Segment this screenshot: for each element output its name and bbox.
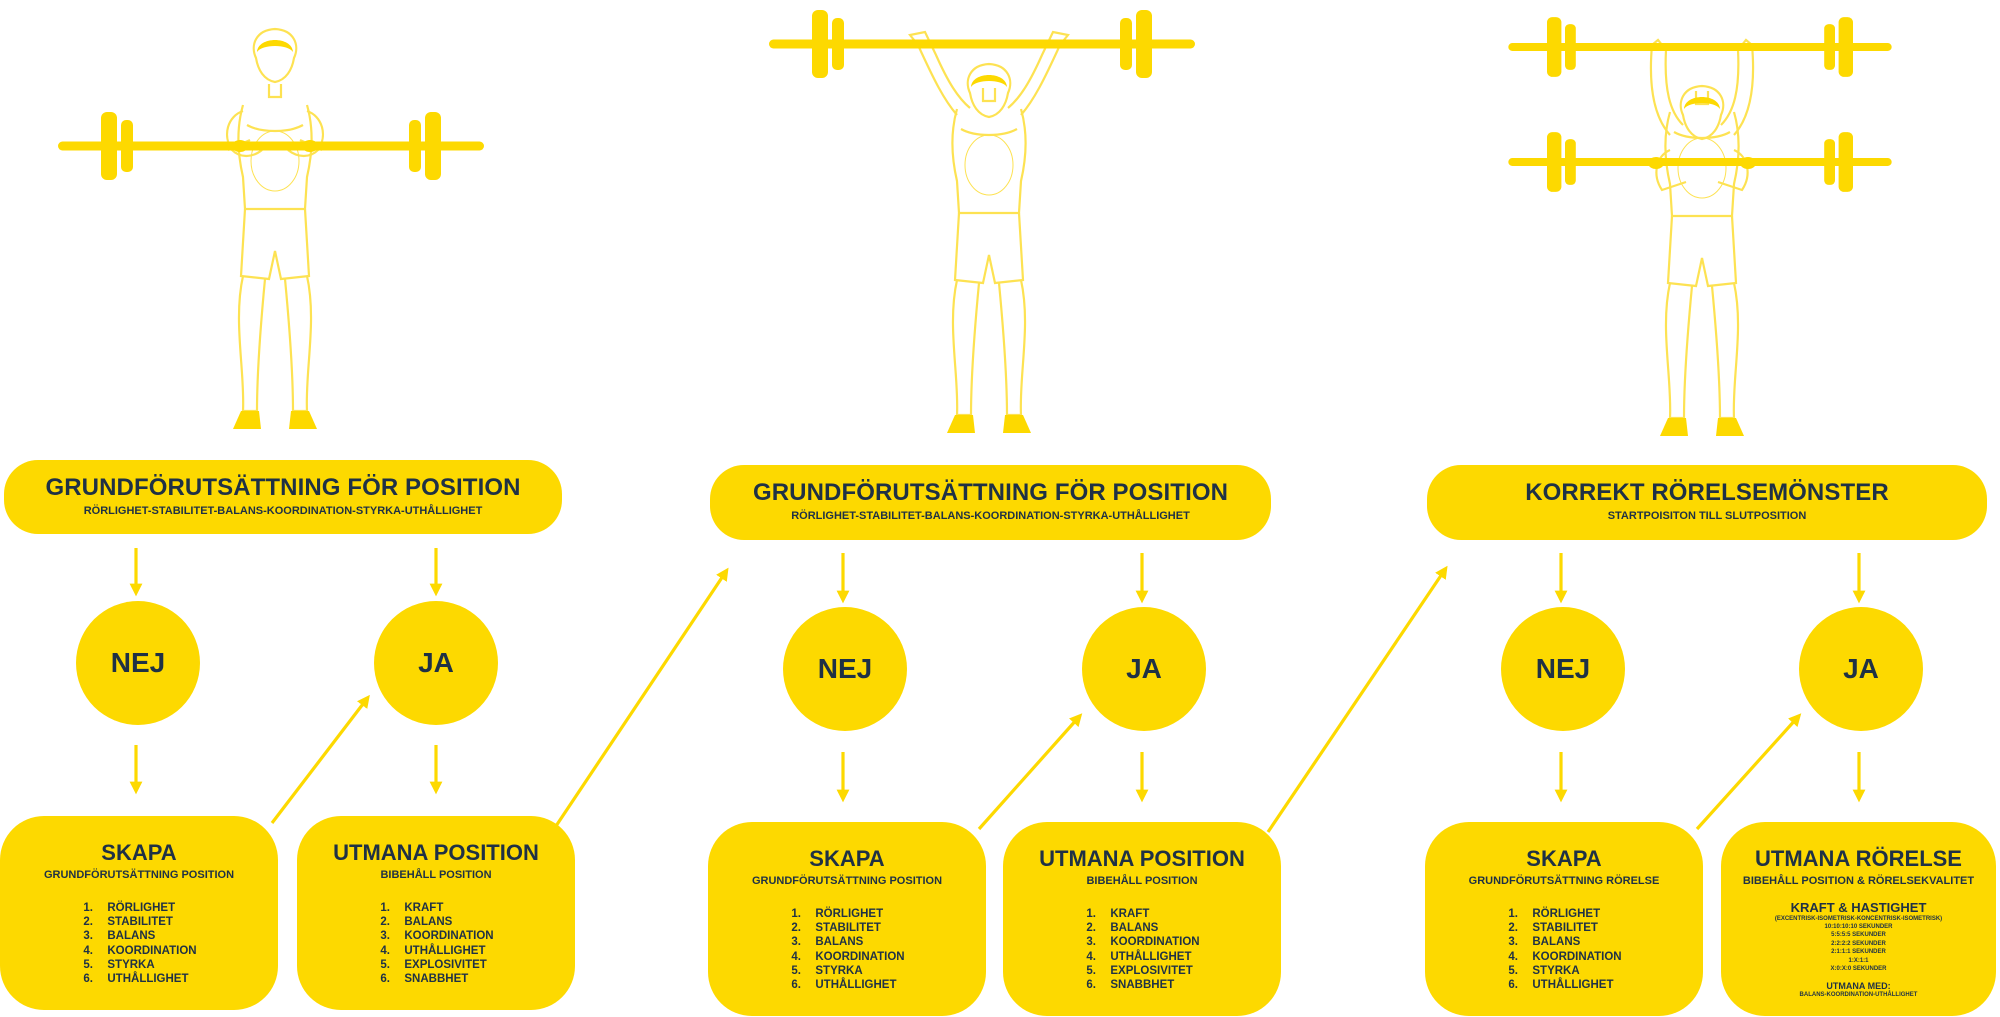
list-item: 4.KOORDINATION <box>791 950 905 963</box>
tempo-item: 2:1:1:1 SEKUNDER <box>1831 949 1886 956</box>
create-box-col2: SKAPA GRUNDFÖRUTSÄTTNING POSITION 1.RÖRL… <box>708 822 986 1016</box>
challenge-title: UTMANA RÖRELSE <box>1755 846 1962 871</box>
header-title: GRUNDFÖRUTSÄTTNING FÖR POSITION <box>45 474 521 501</box>
yes-circle-col1: JA <box>374 601 498 725</box>
list-item: 3.KOORDINATION <box>380 930 494 943</box>
create-subtitle: GRUNDFÖRUTSÄTTNING RÖRELSE <box>1468 875 1660 887</box>
list-item: 5.STYRKA <box>1508 964 1580 977</box>
header-subtitle: RÖRLIGHET-STABILITET-BALANS-KOORDINATION… <box>83 505 483 517</box>
header-title: KORREKT RÖRELSEMÖNSTER <box>1525 479 1889 506</box>
tempo-item: 5:5:5:5 SEKUNDER <box>1831 932 1886 939</box>
create-title: SKAPA <box>101 840 177 865</box>
tempo-item: 1:X:1:1 <box>1848 957 1869 964</box>
no-circle-col2: NEJ <box>783 607 907 731</box>
challenge-title: UTMANA POSITION <box>333 840 539 865</box>
list-item: 5.STYRKA <box>83 958 155 971</box>
challenge-subtitle: BIBEHÅLL POSITION <box>380 869 492 881</box>
challenge-box-col1: UTMANA POSITION BIBEHÅLL POSITION 1.KRAF… <box>297 816 575 1010</box>
challenge-subtitle: BIBEHÅLL POSITION <box>1086 875 1198 887</box>
tempo-list: 10:10:10:10 SEKUNDER 5:5:5:5 SEKUNDER 2:… <box>1721 923 1996 973</box>
challenge-with-text: BALANS-KOORDINATION-UTHÅLLIGHET <box>1799 992 1918 999</box>
challenge-title: UTMANA POSITION <box>1039 846 1245 871</box>
list-item: 6.SNABBHET <box>380 973 469 986</box>
header-pill-col1: GRUNDFÖRUTSÄTTNING FÖR POSITION RÖRLIGHE… <box>4 460 562 534</box>
yes-circle-col2: JA <box>1082 607 1206 731</box>
list-item: 6.UTHÅLLIGHET <box>1508 979 1614 992</box>
header-pill-col2: GRUNDFÖRUTSÄTTNING FÖR POSITION RÖRLIGHE… <box>710 465 1271 540</box>
list-item: 4.KOORDINATION <box>83 944 197 957</box>
tempo-item: 2:2:2:2 SEKUNDER <box>1831 940 1886 947</box>
header-title: GRUNDFÖRUTSÄTTNING FÖR POSITION <box>752 479 1229 506</box>
no-circle-col1: NEJ <box>76 601 200 725</box>
arrow-create-to-yes <box>270 694 370 824</box>
challenge-with-title: UTMANA MED: <box>1826 981 1891 992</box>
list-item: 6.SNABBHET <box>1086 979 1175 992</box>
list-item: 2.STABILITET <box>1508 922 1598 935</box>
list-item: 5.STYRKA <box>791 964 863 977</box>
list-item: 3.BALANS <box>83 930 156 943</box>
arrow-create-to-yes <box>1695 713 1802 831</box>
create-box-col3: SKAPA GRUNDFÖRUTSÄTTNING RÖRELSE 1.RÖRLI… <box>1425 822 1703 1016</box>
list-item: 1.RÖRLIGHET <box>83 902 176 914</box>
list-item: 5.EXPLOSIVITET <box>1086 964 1193 977</box>
tempo-title: KRAFT & HASTIGHET <box>1790 900 1927 915</box>
create-title: SKAPA <box>809 846 885 871</box>
list-item: 2.STABILITET <box>83 916 173 929</box>
figure-overhead <box>908 30 1070 435</box>
arrow-to-next-column <box>554 567 729 827</box>
header-subtitle: RÖRLIGHET-STABILITET-BALANS-KOORDINATION… <box>791 510 1190 522</box>
challenge-subtitle: BIBEHÅLL POSITION & RÖRELSEKVALITET <box>1742 875 1975 887</box>
header-pill-col3: KORREKT RÖRELSEMÖNSTER STARTPOISITON TIL… <box>1427 465 1987 540</box>
challenge-box-col3: UTMANA RÖRELSE BIBEHÅLL POSITION & RÖREL… <box>1721 822 1996 1016</box>
header-subtitle: STARTPOISITON TILL SLUTPOSITION <box>1607 510 1807 522</box>
tempo-item: X:0:X:0 SEKUNDER <box>1830 966 1887 973</box>
create-list: 1.RÖRLIGHET 2.STABILITET 3.BALANS 4.KOOR… <box>789 907 904 992</box>
list-item: 1.KRAFT <box>380 902 444 914</box>
no-circle-col3: NEJ <box>1501 607 1625 731</box>
create-subtitle: GRUNDFÖRUTSÄTTNING POSITION <box>43 869 235 881</box>
create-subtitle: GRUNDFÖRUTSÄTTNING POSITION <box>751 875 943 887</box>
create-box-col1: SKAPA GRUNDFÖRUTSÄTTNING POSITION 1.RÖRL… <box>0 816 278 1010</box>
yes-circle-col3: JA <box>1799 607 1923 731</box>
list-item: 2.STABILITET <box>791 922 881 935</box>
list-item: 3.BALANS <box>791 936 864 949</box>
list-item: 6.UTHÅLLIGHET <box>791 979 897 992</box>
list-item: 4.UTHÅLLIGHET <box>380 944 486 957</box>
list-item: 6.UTHÅLLIGHET <box>83 973 189 986</box>
challenge-box-col2: UTMANA POSITION BIBEHÅLL POSITION 1.KRAF… <box>1003 822 1281 1016</box>
challenge-list: 1.KRAFT 2.BALANS 3.KOORDINATION 4.UTHÅLL… <box>1084 907 1199 992</box>
list-item: 4.KOORDINATION <box>1508 950 1622 963</box>
list-item: 5.EXPLOSIVITET <box>380 958 487 971</box>
arrow-create-to-yes <box>977 713 1083 831</box>
list-item: 2.BALANS <box>1086 922 1159 935</box>
list-item: 4.UTHÅLLIGHET <box>1086 950 1192 963</box>
list-item: 3.KOORDINATION <box>1086 936 1200 949</box>
create-title: SKAPA <box>1526 846 1602 871</box>
list-item: 3.BALANS <box>1508 936 1581 949</box>
tempo-item: 10:10:10:10 SEKUNDER <box>1824 924 1893 930</box>
list-item: 1.KRAFT <box>1086 908 1150 920</box>
list-item: 1.RÖRLIGHET <box>1508 908 1601 920</box>
tempo-subtitle: (EXCENTRISK-ISOMETRISK-KONCENTRISK-ISOME… <box>1774 916 1943 922</box>
create-list: 1.RÖRLIGHET 2.STABILITET 3.BALANS 4.KOOR… <box>1506 907 1621 992</box>
create-list: 1.RÖRLIGHET 2.STABILITET 3.BALANS 4.KOOR… <box>81 901 196 986</box>
list-item: 1.RÖRLIGHET <box>791 908 884 920</box>
challenge-list: 1.KRAFT 2.BALANS 3.KOORDINATION 4.UTHÅLL… <box>378 901 493 986</box>
list-item: 2.BALANS <box>380 916 453 929</box>
arrow-to-next-column <box>1266 565 1448 833</box>
